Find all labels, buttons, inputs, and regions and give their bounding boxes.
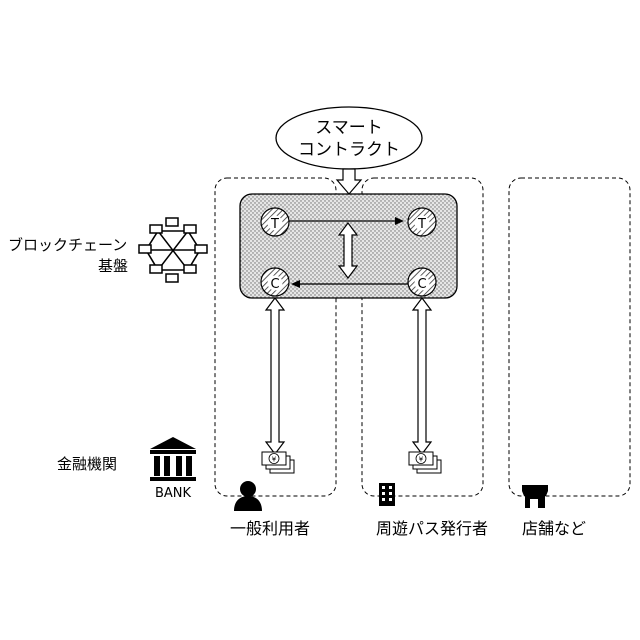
yen-symbol-issuer: ¥ xyxy=(419,456,424,464)
token-symbol-issuer: T xyxy=(417,217,426,232)
user-deposit-double-arrow xyxy=(266,298,284,454)
token-circle-user: T xyxy=(261,208,289,236)
smart-contract-label-line2: コントラクト xyxy=(298,140,400,160)
general-user-label: 一般利用者 xyxy=(230,519,310,538)
smart-contract-bubble: スマート コントラクト xyxy=(276,107,422,169)
pass-issuer-label: 周遊パス発行者 xyxy=(376,519,488,538)
stores-label: 店舗など xyxy=(522,519,586,538)
money-stack-user: ¥ xyxy=(262,452,294,473)
money-stack-issuer: ¥ xyxy=(409,452,441,473)
coin-symbol-user: C xyxy=(270,277,279,292)
stores-area xyxy=(509,178,630,496)
smart-contract-label-line1: スマート xyxy=(315,118,383,138)
building-icon xyxy=(379,483,395,506)
blockchain-label-line1: ブロックチェーン xyxy=(8,236,127,254)
token-circle-issuer: T xyxy=(408,208,436,236)
coin-symbol-issuer: C xyxy=(417,277,426,292)
financial-institution-label: 金融機関 xyxy=(57,455,117,473)
token-symbol-user: T xyxy=(270,217,279,232)
issuer-deposit-double-arrow xyxy=(413,298,431,454)
yen-symbol-user: ¥ xyxy=(272,456,277,464)
coin-circle-user: C xyxy=(261,268,289,296)
blockchain-label-line2: 基盤 xyxy=(98,257,128,275)
bank-icon-text: BANK xyxy=(155,486,192,501)
bank-icon xyxy=(150,437,196,481)
coin-circle-issuer: C xyxy=(408,268,436,296)
smart-contract-down-arrow xyxy=(337,169,361,194)
blockchain-network-icon xyxy=(139,218,207,282)
store-icon xyxy=(522,485,548,508)
